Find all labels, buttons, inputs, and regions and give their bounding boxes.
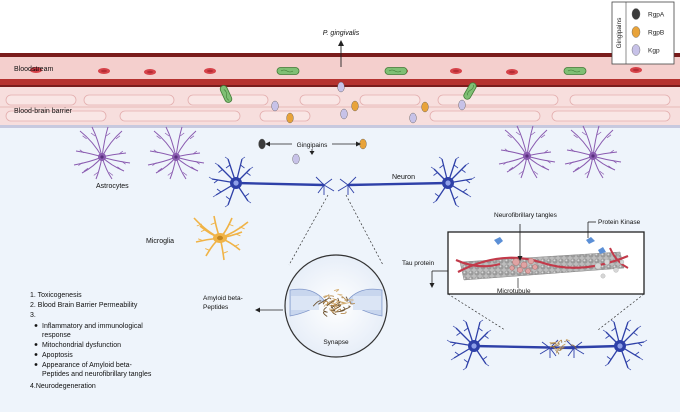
microglia-cell [193,215,249,261]
microtubule-label: Microtubule [497,288,531,295]
gingipain-capsule [340,108,348,120]
amyloid-label-line1: Amyloid beta- [203,295,243,302]
gingipain-capsule [458,99,466,111]
synapse-label: Synapse [323,339,349,346]
neurofibrillary-tangle-cluster [509,257,538,274]
microglia-label: Microglia [146,238,174,245]
outcome-2: 2. Blood Brain Barrier Permeability [30,302,138,309]
legend-label-rgpa: RgpA [648,12,665,19]
neuron [208,156,335,208]
legend-swatch-kgp [631,44,641,56]
legend-swatch-rgpa [631,8,641,20]
gingipain-capsule [271,100,279,112]
outcome-3-item: Appearance of Amyloid beta- [42,362,133,369]
blood-brain-barrier-band [0,87,680,128]
gingipain-capsule [337,81,345,93]
released-tau-spheres [594,259,625,279]
bullet-dot [34,324,38,327]
gingipain-capsule [286,112,294,124]
tau-protein-label: Tau protein [402,260,435,267]
bullet-dot [34,353,38,356]
amyloid-label-line2: Peptides [203,304,229,311]
astrocyte [147,126,205,180]
outcome-4: 4.Neurodegeneration [30,383,96,390]
invasion-arrowhead [338,40,344,46]
bacterium [219,85,233,103]
outcome-3-item: Inflammatory and immunological [42,323,143,330]
gingipain-capsule [421,101,429,113]
legend-heading: Gingipains [616,17,623,48]
bullet-dot [34,343,38,346]
gingipains-label: Gingipains [297,142,328,149]
gingipain-capsule [351,100,359,112]
legend-label-rgpb: RgpB [648,30,664,37]
astrocyte [73,126,131,180]
gingipain-capsule [258,138,266,150]
bacterium [563,67,587,75]
legend-swatch-rgpb [631,26,641,38]
outcome-1: 1. Toxicogenesis [30,292,82,299]
protein-kinase-shapes [494,237,606,254]
outcome-3-item: Mitochondrial dysfunction [42,342,121,349]
outcomes-list: 1. Toxicogenesis 2. Blood Brain Barrier … [30,292,152,390]
protein-kinase-label: Protein Kinase [598,219,641,226]
gingipains-annotation: Gingipains [265,141,361,155]
gingipains-legend: Gingipains RgpA RgpB Kgp [611,1,675,65]
outcome-3-item: Peptides and neurofibrillary tangles [42,371,152,378]
astrocytes [73,125,622,180]
zoom-line-right [597,293,645,331]
astrocyte [564,125,622,179]
zoom-line-left [447,293,506,331]
amyloid-plaque [312,289,355,317]
gingipain-capsule [292,153,300,165]
gingipain-particles [258,81,466,165]
outcome-3: 3. [30,312,36,319]
bacterium [463,82,477,100]
neuron [337,156,476,208]
bloodstream-label: Bloodstream [14,66,53,73]
p-gingivalis-bacteria [219,67,587,103]
axon-amyloid-plaque [549,339,577,355]
synapse-zoom: Synapse [255,194,388,358]
neurofibrillary-tangles-label: Neurofibrillary tangles [494,212,558,219]
blood-brain-barrier-label: Blood-brain barrier [14,108,73,115]
astrocyte [498,125,556,179]
legend-label-kgp: Kgp [648,48,660,55]
outcome-3-item: Apoptosis [42,352,73,359]
astrocytes-label: Astrocytes [96,183,129,190]
gingipain-capsule [409,112,417,124]
neurons [208,156,648,371]
bullet-dot [34,363,38,366]
p-gingivalis-title: P. gingivalis [323,30,360,37]
bacterium [384,67,408,75]
microtubule-zoom [429,221,645,295]
bacterium [276,67,300,75]
neuron-label: Neuron [392,174,415,181]
outcome-3-item: response [42,332,71,339]
